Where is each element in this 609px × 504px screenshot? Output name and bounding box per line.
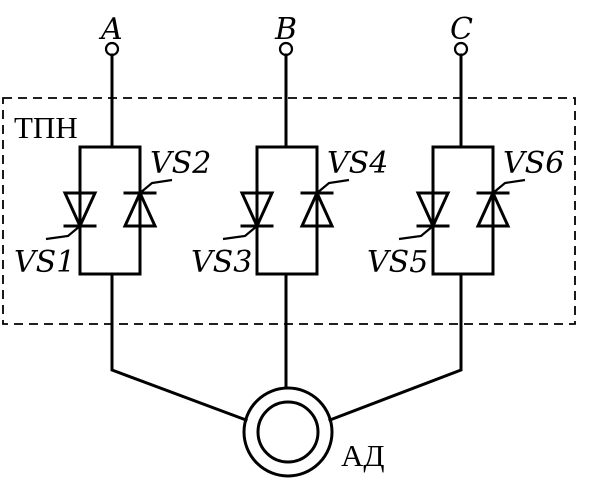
thyristor-label-vs4: VS4 [327, 146, 388, 181]
phase-a-branch: A VS1 VS2 [14, 12, 248, 422]
phase-label-c: C [450, 12, 473, 47]
phase-label-a: A [98, 12, 123, 47]
thyristor-label-vs3: VS3 [191, 245, 252, 280]
thyristor-vs5-gate [398, 225, 434, 241]
thyristor-pair-frame [78, 145, 142, 276]
phase-label-b: B [274, 12, 297, 47]
thyristor-vs2-triangle [122, 189, 158, 228]
phase-groups: A VS1 VS2 B VS3 VS4 C VS5 VS6 [14, 12, 564, 422]
regulator-enclosure [2, 97, 576, 325]
thyristor-vs3-triangle [239, 191, 275, 230]
thyristor-vs5-triangle [415, 191, 451, 230]
thyristor-label-vs5: VS5 [367, 245, 428, 280]
regulator-label: ТПН [14, 110, 78, 145]
thyristor-vs6-triangle [475, 189, 511, 228]
motor-supply-wire [328, 272, 463, 422]
thyristor-vs4-gate [316, 178, 350, 194]
thyristor-vs1-gate [45, 225, 81, 241]
motor-symbol [242, 386, 334, 478]
thyristor-label-vs6: VS6 [503, 146, 564, 181]
thyristor-vs1-triangle [62, 191, 98, 230]
motor-label: АД [341, 438, 385, 473]
phase-c-branch: C VS5 VS6 [328, 12, 564, 422]
thyristor-vs4-triangle [299, 189, 335, 228]
phase-b-branch: B VS3 VS4 [191, 12, 388, 390]
thyristor-label-vs2: VS2 [150, 146, 211, 181]
thyristor-label-vs1: VS1 [14, 245, 75, 280]
motor-supply-wire [110, 272, 248, 422]
thyristor-pair-frame [431, 145, 495, 276]
thyristor-vs3-gate [222, 225, 258, 241]
thyristor-vs2-gate [139, 178, 173, 194]
thyristor-vs6-gate [492, 178, 526, 194]
